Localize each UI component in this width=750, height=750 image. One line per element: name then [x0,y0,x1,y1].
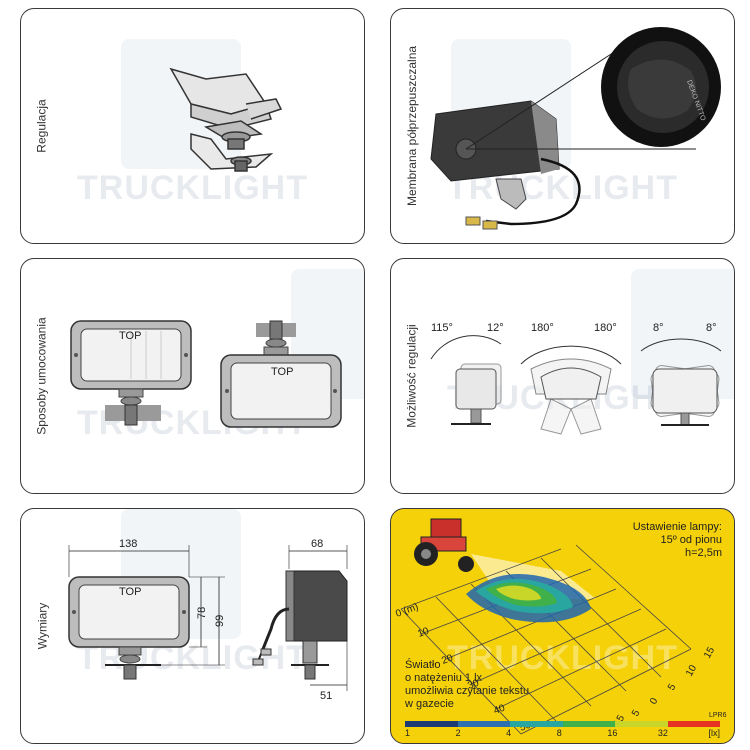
scale-seg [405,721,458,727]
panel-mozliwosc: TRUCKLIGHT Możliwość regulacji 115° 12° … [390,258,735,494]
tractor-icon [414,518,474,572]
scale-unit: [lx] [708,728,720,738]
panel-sposoby: TRUCKLIGHT Sposoby umocowania TOP TOP [20,258,365,494]
scale-value: 8 [556,728,562,738]
ustawienie-text: Ustawienie lampy: 15º od pionu h=2,5m [632,521,722,559]
lux-scale [405,721,720,727]
note-text: Światło o natężeniu 1 lx umożliwia czyta… [405,659,530,710]
angle-label: 115° [431,322,453,334]
tick-x: 40 [492,703,507,717]
top-label: TOP [119,330,141,342]
scale-value: 4 [506,728,512,738]
scale-value: 2 [455,728,461,738]
dimension-mount: 51 [320,690,332,702]
membrana-illustration: DEKO NITTO [430,27,721,230]
mozliwosc-illustration: 115° 12° 180° 180° 8° 8° [430,322,722,435]
scale-value: 16 [607,728,618,738]
dimension-height-outer: 99 [214,615,226,627]
dimension-width: 138 [119,538,137,550]
scale-seg [562,721,615,727]
tick-y: 10 [684,663,699,679]
panel-membrana: TRUCKLIGHT Membrana półprzepuszczalna DE… [390,8,735,244]
panel-swiatlo: TRUCKLIGHT Ustawienie lampy: 15º od pion… [390,508,735,744]
scale-seg [667,721,720,727]
dimension-depth: 68 [311,538,323,550]
scale-seg [615,721,668,727]
sposoby-illustration: TOP TOP [70,320,342,428]
scale-seg [510,721,563,727]
panel-regulacja: TRUCKLIGHT Regulacja [20,8,365,244]
dimension-height-inner: 78 [196,607,208,619]
tick-y: 5 [630,708,643,719]
tick-y: 5 [666,682,679,693]
angle-label: 8° [653,322,664,334]
lux-scale-labels: 1 2 4 8 16 32 [lx] [405,728,720,738]
regulacja-illustration [169,67,283,172]
axis-x-label: 0 (m) [394,601,420,619]
top-label: TOP [119,586,141,598]
angle-label: 180° [531,322,554,334]
scale-value: 1 [405,728,411,738]
tick-x: 10 [416,626,431,640]
scale-value: 32 [657,728,668,738]
panel-wymiary: TRUCKLIGHT Wymiary 138 TOP 78 99 68 [20,508,365,744]
tick-x: 20 [440,653,455,667]
tick-y: 15 [702,645,717,661]
light-distribution-diagram: 0 (m) 10 20 30 40 50 15 10 5 0 5 15 LPR6 [394,518,727,735]
angle-label: 12° [487,322,504,334]
tick-x: 30 [466,678,481,692]
wymiary-illustration: 138 TOP 78 99 68 51 [68,538,348,702]
scale-seg [457,721,510,727]
top-label: TOP [271,366,293,378]
product-code: LPR6 [709,712,727,719]
angle-label: 180° [594,322,617,334]
angle-label: 8° [706,322,717,334]
tick-y: 0 [648,696,661,707]
